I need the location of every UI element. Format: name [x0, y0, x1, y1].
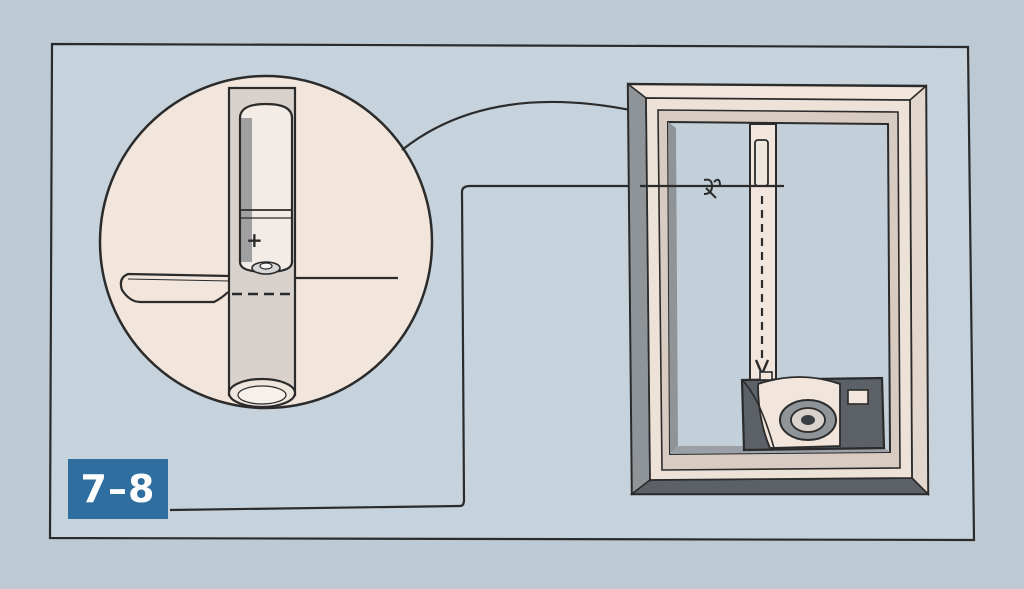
battery	[238, 102, 294, 275]
magnified-inset	[98, 74, 434, 410]
strip-battery	[754, 139, 769, 187]
figure-number-badge: 7–8	[68, 459, 168, 519]
trigger-wire	[169, 184, 706, 512]
battery-plus-sign: +	[246, 228, 263, 252]
string-knot	[703, 178, 721, 199]
inset-string	[119, 272, 398, 304]
camera	[740, 371, 886, 452]
